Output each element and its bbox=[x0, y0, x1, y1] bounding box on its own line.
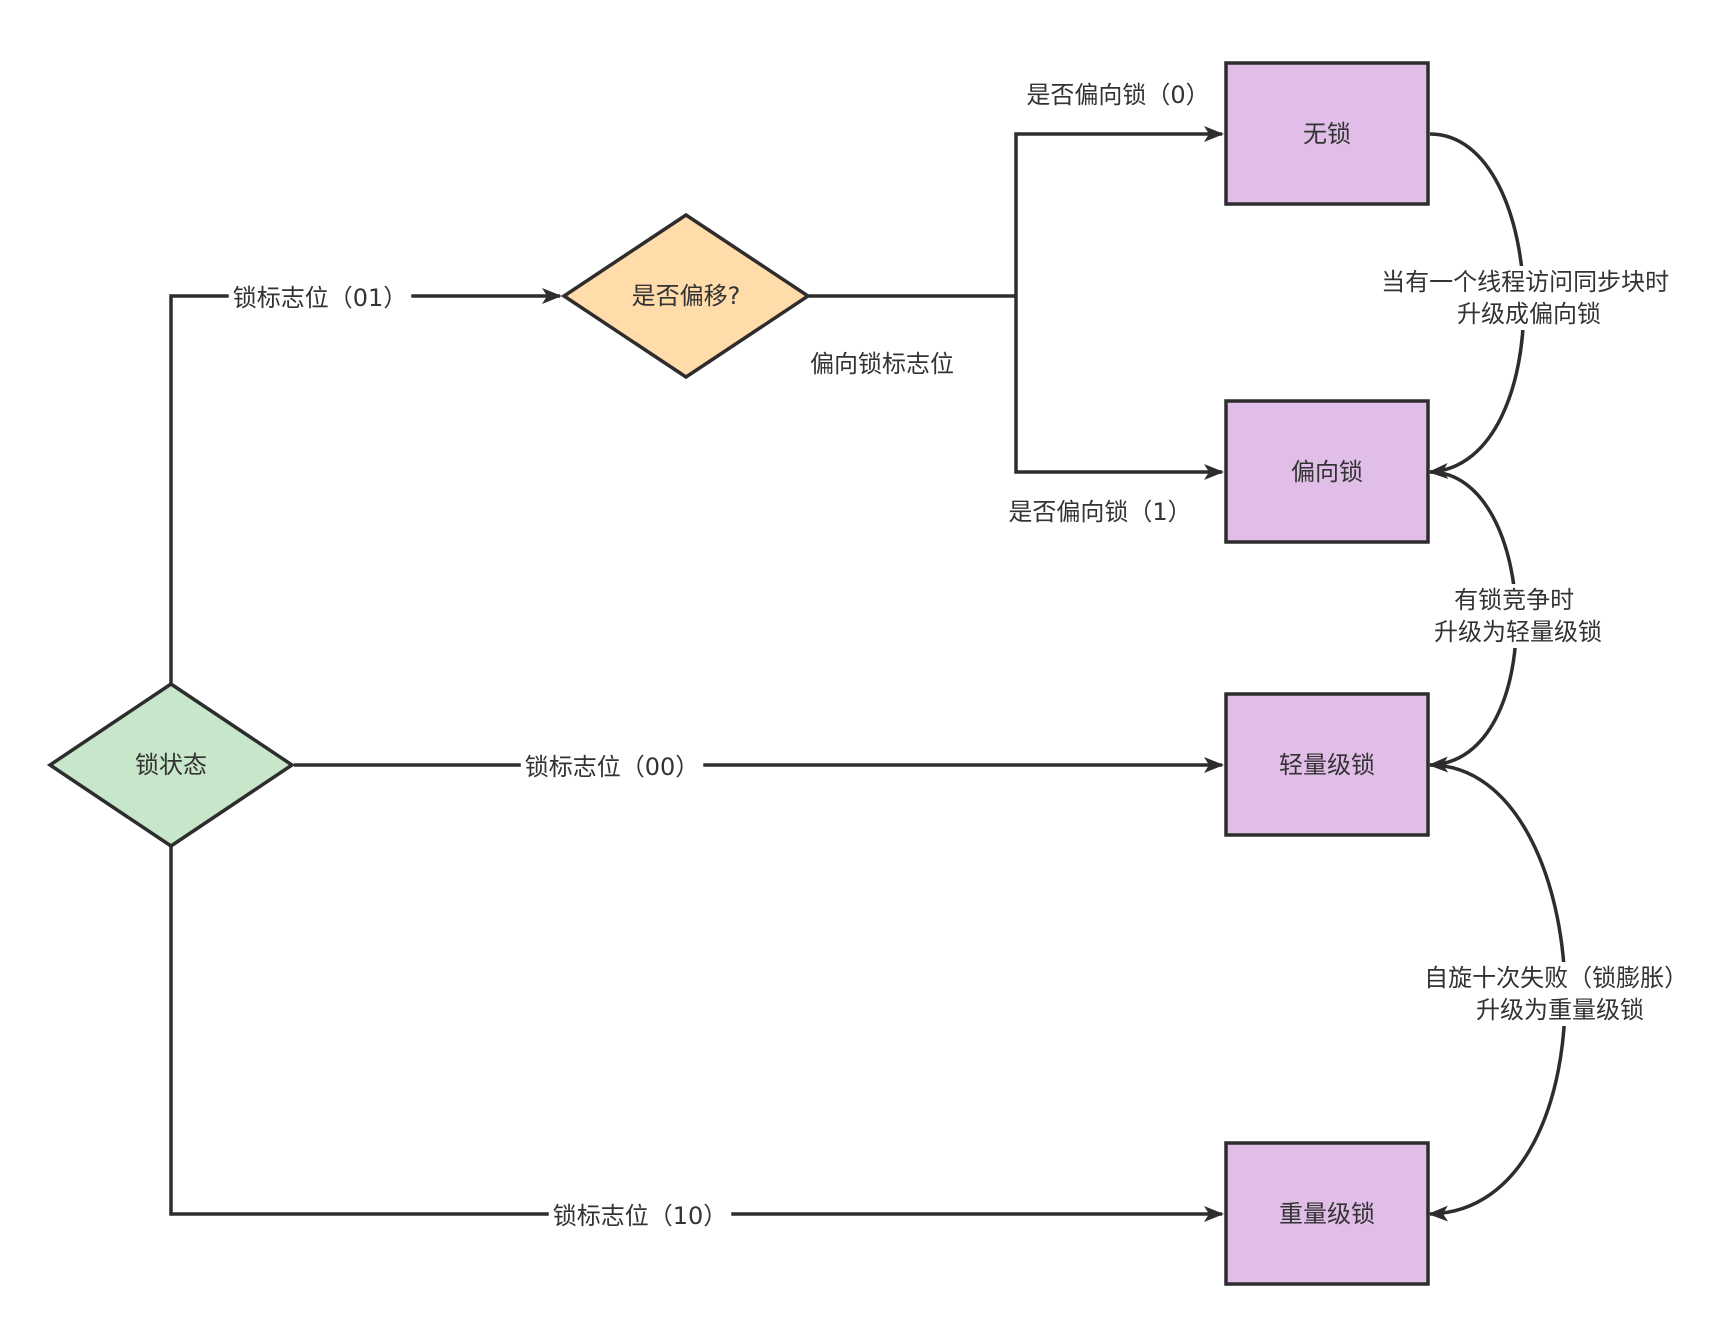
is-biased-diamond bbox=[560, 212, 812, 380]
label-flag-01: 锁标志位（01） bbox=[228, 282, 412, 314]
label-flag-00-text: 锁标志位（00） bbox=[525, 753, 700, 781]
biased-lock-label: 偏向锁 bbox=[1291, 458, 1363, 486]
label-upgrade-to-lightweight-text: 有锁竞争时 升级为轻量级锁 bbox=[1434, 586, 1602, 646]
label-biased-flag-text: 偏向锁标志位 bbox=[810, 350, 954, 378]
label-upgrade-to-lightweight: 有锁竞争时 升级为轻量级锁 bbox=[1430, 584, 1606, 648]
label-flag-01-bg bbox=[228, 282, 412, 314]
label-upgrade-to-heavyweight-bg bbox=[1420, 962, 1700, 1026]
label-upgrade-to-biased: 当有一个线程访问同步块时 升级成偏向锁 bbox=[1377, 266, 1681, 330]
lightweight-lock-label: 轻量级锁 bbox=[1279, 751, 1375, 779]
label-upgrade-to-biased-line-2: 升级成偏向锁 bbox=[1457, 300, 1601, 328]
lock-state-label: 锁状态 bbox=[135, 751, 207, 779]
edge-is-biased-0 bbox=[1014, 126, 1224, 296]
label-upgrade-to-heavyweight-line-2: 升级为重量级锁 bbox=[1476, 996, 1644, 1024]
label-upgrade-to-lightweight-bg bbox=[1430, 584, 1606, 648]
lock-state-diamond bbox=[46, 681, 296, 849]
is-biased-label: 是否偏移? bbox=[632, 282, 741, 310]
label-upgrade-to-heavyweight-text: 自旋十次失败（锁膨胀） 升级为重量级锁 bbox=[1424, 964, 1696, 1024]
label-flag-00-bg bbox=[520, 751, 704, 783]
label-upgrade-to-biased-text: 当有一个线程访问同步块时 升级成偏向锁 bbox=[1381, 268, 1677, 328]
node-lightweight-lock: 轻量级锁 bbox=[1224, 692, 1430, 837]
heavyweight-lock-box bbox=[1224, 1141, 1430, 1286]
label-flag-00: 锁标志位（00） bbox=[520, 751, 704, 783]
label-is-biased-0: 是否偏向锁（0） bbox=[1026, 81, 1209, 109]
label-upgrade-to-heavyweight: 自旋十次失败（锁膨胀） 升级为重量级锁 bbox=[1420, 962, 1700, 1026]
edge-is-biased-1 bbox=[1014, 296, 1224, 480]
edge-flag-01 bbox=[169, 288, 562, 684]
lightweight-lock-box bbox=[1224, 692, 1430, 837]
node-lock-state: 锁状态 bbox=[46, 681, 296, 849]
label-is-biased-1-text: 是否偏向锁（1） bbox=[1008, 498, 1191, 526]
edge-flag-10 bbox=[169, 846, 1224, 1222]
label-upgrade-to-biased-line-1: 当有一个线程访问同步块时 bbox=[1381, 268, 1669, 296]
label-flag-10-bg bbox=[548, 1200, 732, 1232]
label-is-biased-1: 是否偏向锁（1） bbox=[1008, 498, 1191, 526]
label-upgrade-to-biased-bg bbox=[1377, 266, 1681, 330]
label-flag-01-text: 锁标志位（01） bbox=[233, 284, 408, 312]
node-is-biased: 是否偏移? bbox=[560, 212, 812, 380]
label-upgrade-to-lightweight-line-1: 有锁竞争时 bbox=[1454, 586, 1574, 614]
label-upgrade-to-lightweight-line-2: 升级为轻量级锁 bbox=[1434, 618, 1602, 646]
no-lock-box bbox=[1224, 61, 1430, 206]
label-flag-10-text: 锁标志位（10） bbox=[553, 1202, 728, 1230]
label-biased-flag: 偏向锁标志位 bbox=[810, 350, 954, 378]
node-biased-lock: 偏向锁 bbox=[1224, 399, 1430, 544]
node-no-lock: 无锁 bbox=[1224, 61, 1430, 206]
node-heavyweight-lock: 重量级锁 bbox=[1224, 1141, 1430, 1286]
no-lock-label: 无锁 bbox=[1303, 120, 1351, 148]
biased-lock-box bbox=[1224, 399, 1430, 544]
label-is-biased-0-text: 是否偏向锁（0） bbox=[1026, 81, 1209, 109]
heavyweight-lock-label: 重量级锁 bbox=[1279, 1200, 1375, 1228]
label-upgrade-to-heavyweight-line-1: 自旋十次失败（锁膨胀） bbox=[1424, 964, 1688, 992]
label-flag-10: 锁标志位（10） bbox=[548, 1200, 732, 1232]
